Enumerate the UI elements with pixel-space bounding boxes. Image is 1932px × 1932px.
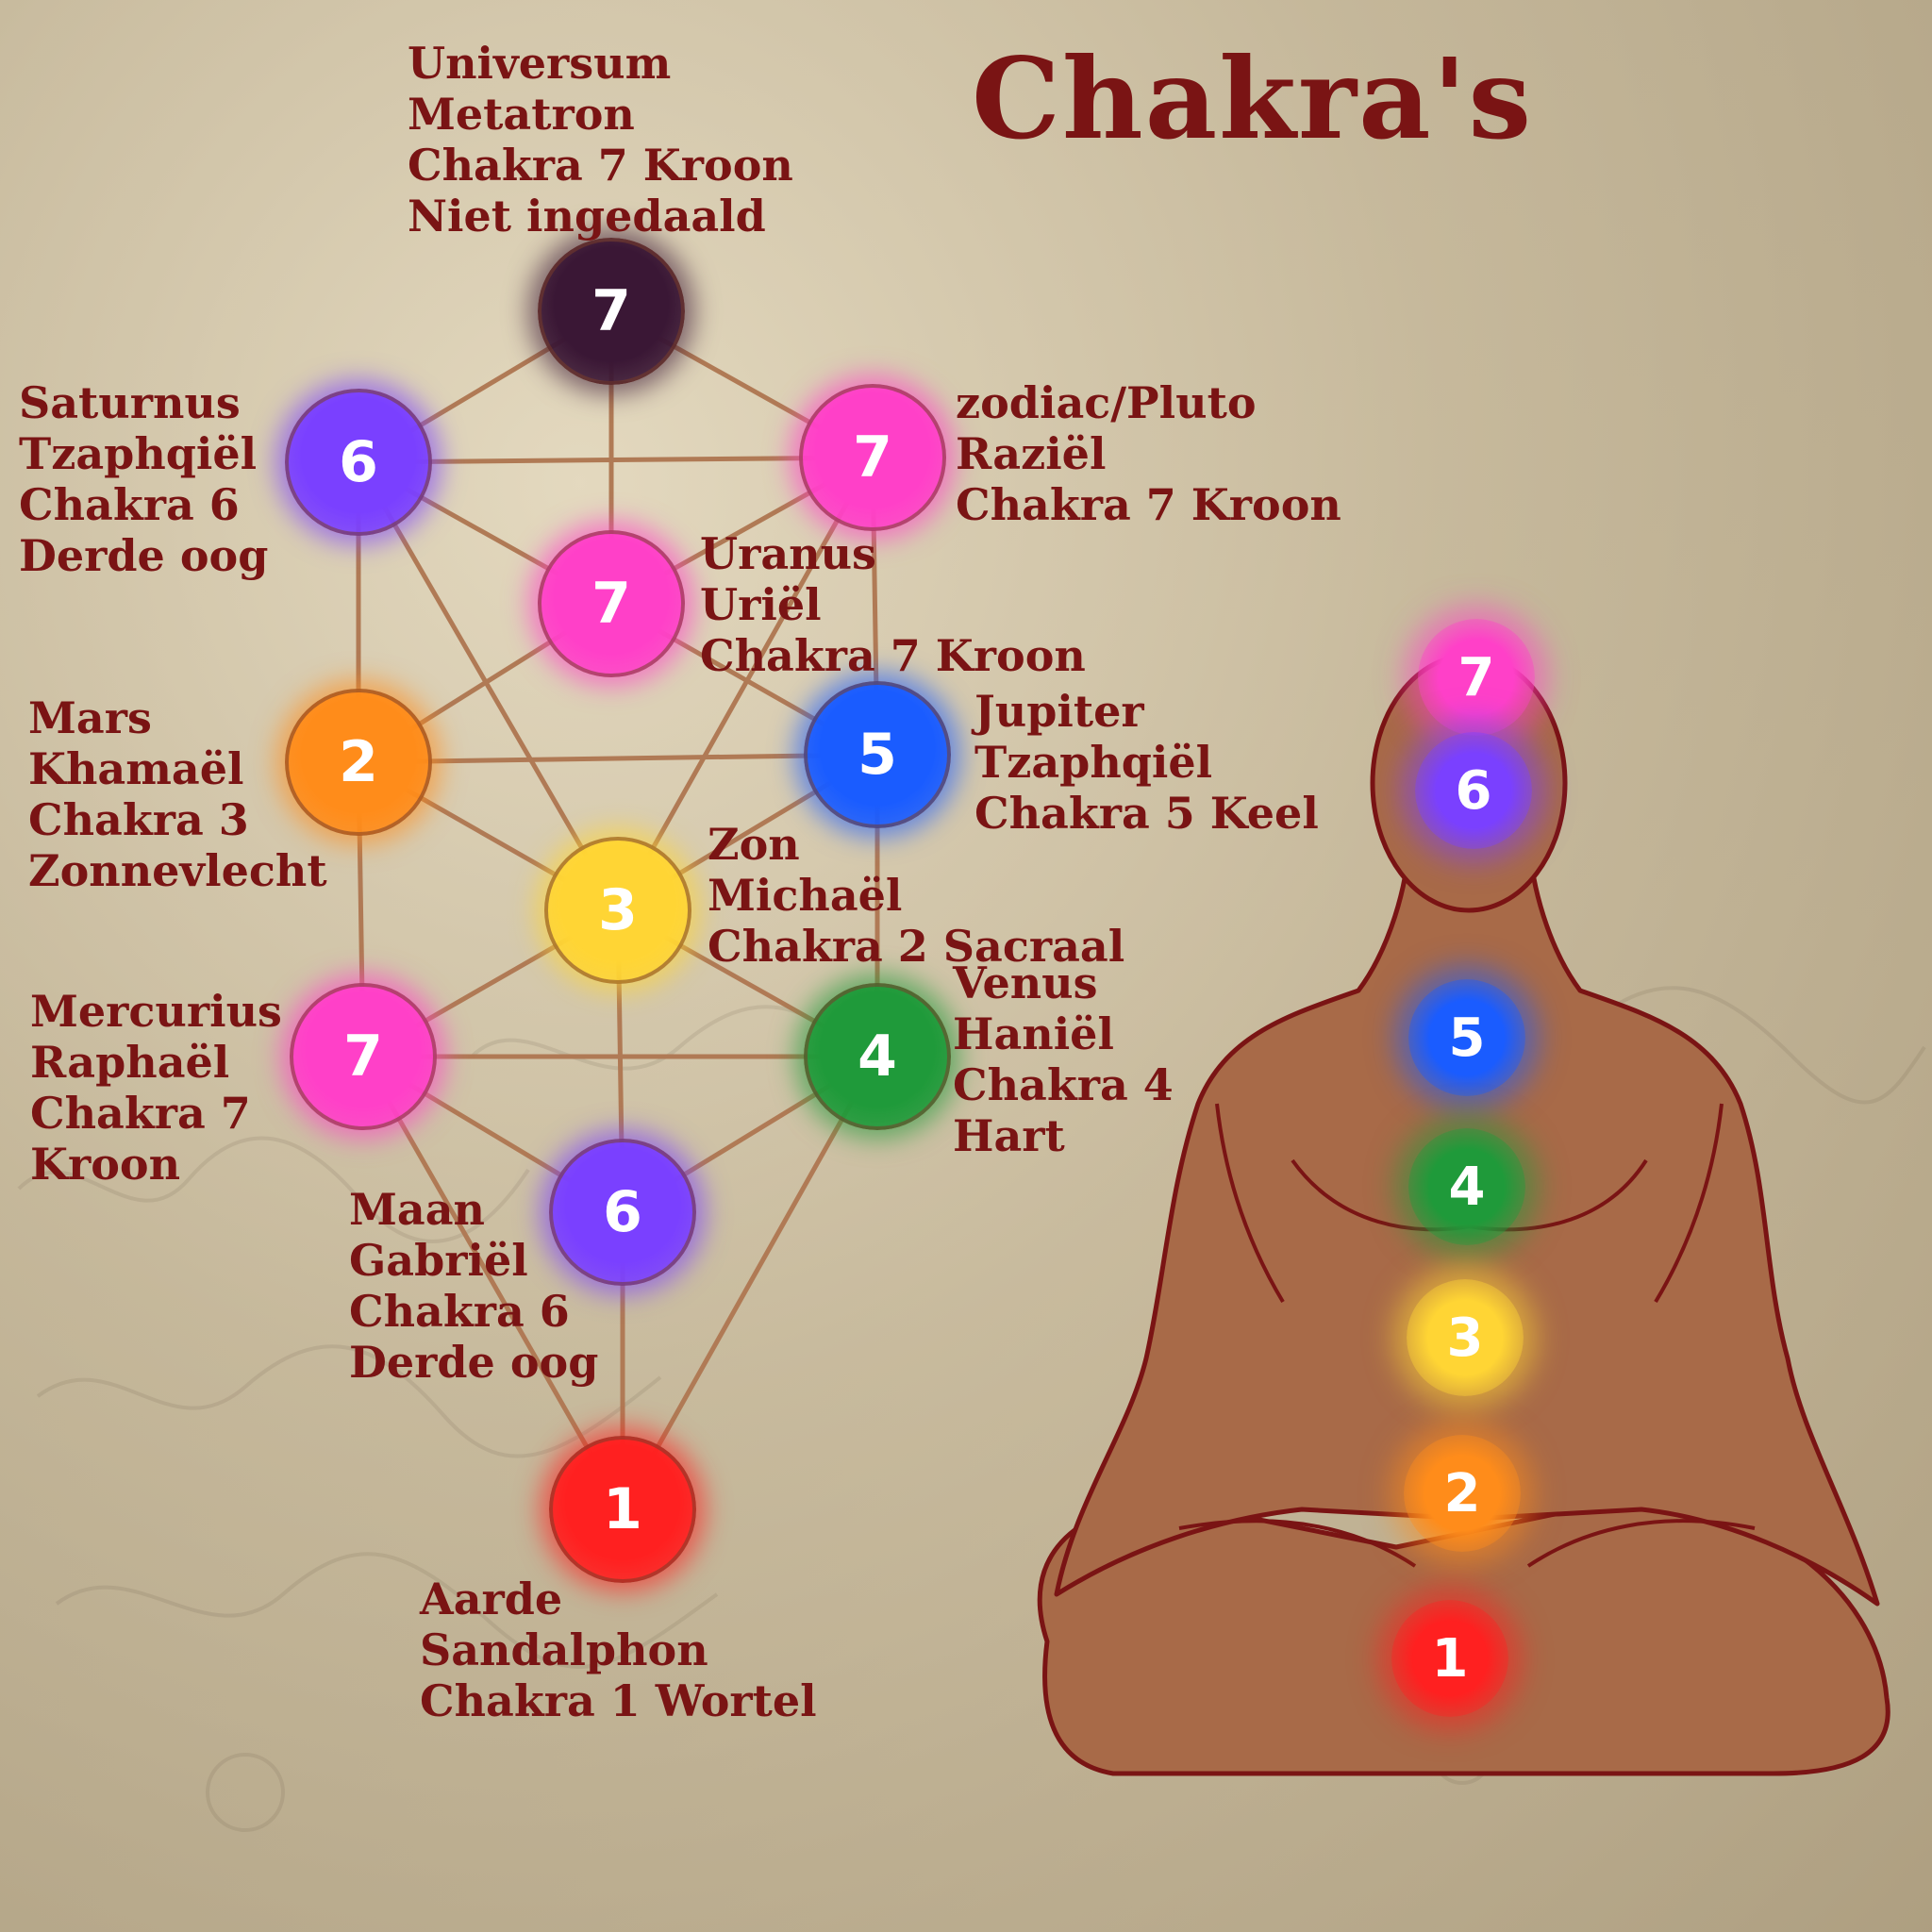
tree-label-line: Uriël [700, 579, 822, 630]
tree-node-geburah: 2 [285, 689, 432, 836]
tree-node-number: 3 [598, 877, 638, 943]
tree-label-line: Jupiter [974, 686, 1144, 737]
tree-node-hod: 7 [290, 983, 437, 1130]
tree-label-line: Zon [708, 819, 800, 870]
body-chakra-2: 2 [1404, 1435, 1521, 1552]
tree-label-line: Chakra 6 [349, 1286, 570, 1337]
tree-label-line: Michaël [708, 870, 903, 921]
tree-label-line: Chakra 7 Kroon [700, 630, 1086, 681]
tree-path-hod-malkuth [360, 1055, 625, 1511]
tree-label-line: Chakra 7 Kroon [408, 140, 793, 191]
body-chakra-number: 2 [1443, 1462, 1481, 1524]
tree-label-line: zodiac/Pluto [956, 377, 1257, 428]
tree-node-yesod: 6 [549, 1139, 696, 1286]
tree-path-binah-tiphareth [356, 460, 621, 912]
tree-label-line: Uranus [700, 528, 876, 579]
tree-label-line: Tzaphqiël [974, 737, 1213, 788]
tree-path-chokmah-tiphareth [615, 456, 875, 912]
tree-path-netzach-malkuth [620, 1055, 880, 1511]
body-chakra-7: 7 [1418, 619, 1535, 736]
tree-label-line: Aarde [420, 1574, 563, 1624]
body-chakra-1: 1 [1391, 1600, 1508, 1717]
tree-label-line: Saturnus [19, 377, 241, 428]
body-chakra-number: 5 [1448, 1007, 1486, 1069]
tree-label-line: Kroon [30, 1139, 181, 1190]
tree-node-chesed: 5 [804, 681, 951, 828]
tree-label-line: Chakra 5 Keel [974, 788, 1319, 839]
tree-node-number: 1 [603, 1476, 642, 1542]
tree-label-line: Niet ingedaald [408, 191, 766, 242]
body-chakra-5: 5 [1408, 979, 1525, 1096]
tree-node-number: 7 [591, 278, 631, 344]
tree-label-line: Gabriël [349, 1235, 528, 1286]
tree-label-line: Metatron [408, 89, 635, 140]
tree-node-chokmah: 7 [799, 384, 946, 531]
body-chakra-number: 3 [1446, 1307, 1484, 1369]
tree-label-line: Derde oog [349, 1337, 599, 1388]
tree-node-number: 7 [343, 1024, 383, 1090]
tree-label-line: Maan [349, 1184, 485, 1235]
body-chakra-4: 4 [1408, 1128, 1525, 1245]
tree-label-line: Chakra 3 [28, 794, 249, 845]
body-chakra-3: 3 [1407, 1279, 1524, 1396]
tree-label-line: Chakra 4 [953, 1059, 1174, 1110]
tree-node-daath: 7 [538, 530, 685, 677]
tree-node-number: 5 [858, 722, 897, 788]
tree-path-geburah-chesed [358, 752, 878, 765]
body-chakra-number: 4 [1448, 1156, 1486, 1218]
tree-label-line: Universum [408, 38, 672, 89]
tree-node-binah: 6 [285, 389, 432, 536]
tree-label-line: Venus [953, 958, 1098, 1008]
tree-node-number: 2 [339, 729, 378, 795]
tree-label-line: Chakra 6 [19, 479, 240, 530]
page-title: Chakra's [972, 33, 1534, 164]
tree-node-number: 6 [339, 429, 378, 495]
tree-node-number: 4 [858, 1024, 897, 1090]
tree-label-line: Chakra 1 Wortel [420, 1675, 817, 1726]
body-chakra-number: 6 [1455, 759, 1492, 822]
tree-label-line: Raphaël [30, 1037, 230, 1088]
tree-label-line: Chakra 7 [30, 1088, 251, 1139]
tree-label-line: Mars [28, 692, 152, 743]
tree-node-malkuth: 1 [549, 1436, 696, 1583]
tree-label-line: Zonnevlecht [28, 845, 327, 896]
body-chakra-number: 7 [1457, 646, 1495, 708]
tree-label-line: Chakra 2 Sacraal [708, 921, 1125, 972]
tree-label-line: Hart [953, 1110, 1065, 1161]
tree-node-tiphareth: 3 [544, 837, 691, 984]
tree-label-line: Haniël [953, 1008, 1114, 1059]
tree-label-line: Tzaphqiël [19, 428, 258, 479]
tree-node-number: 7 [853, 425, 892, 491]
tree-label-line: Mercurius [30, 986, 282, 1037]
tree-node-kether: 7 [538, 238, 685, 385]
body-chakra-6: 6 [1415, 732, 1532, 849]
body-chakra-number: 1 [1431, 1627, 1469, 1690]
tree-label-line: Raziël [956, 428, 1107, 479]
tree-label-line: Derde oog [19, 530, 269, 581]
tree-label-line: Sandalphon [420, 1624, 708, 1675]
tree-node-number: 7 [591, 571, 631, 637]
tree-label-line: Chakra 7 Kroon [956, 479, 1341, 530]
tree-label-line: Khamaël [28, 743, 244, 794]
tree-node-number: 6 [603, 1179, 642, 1245]
tree-node-netzach: 4 [804, 983, 951, 1130]
tree-path-binah-chokmah [358, 455, 874, 465]
